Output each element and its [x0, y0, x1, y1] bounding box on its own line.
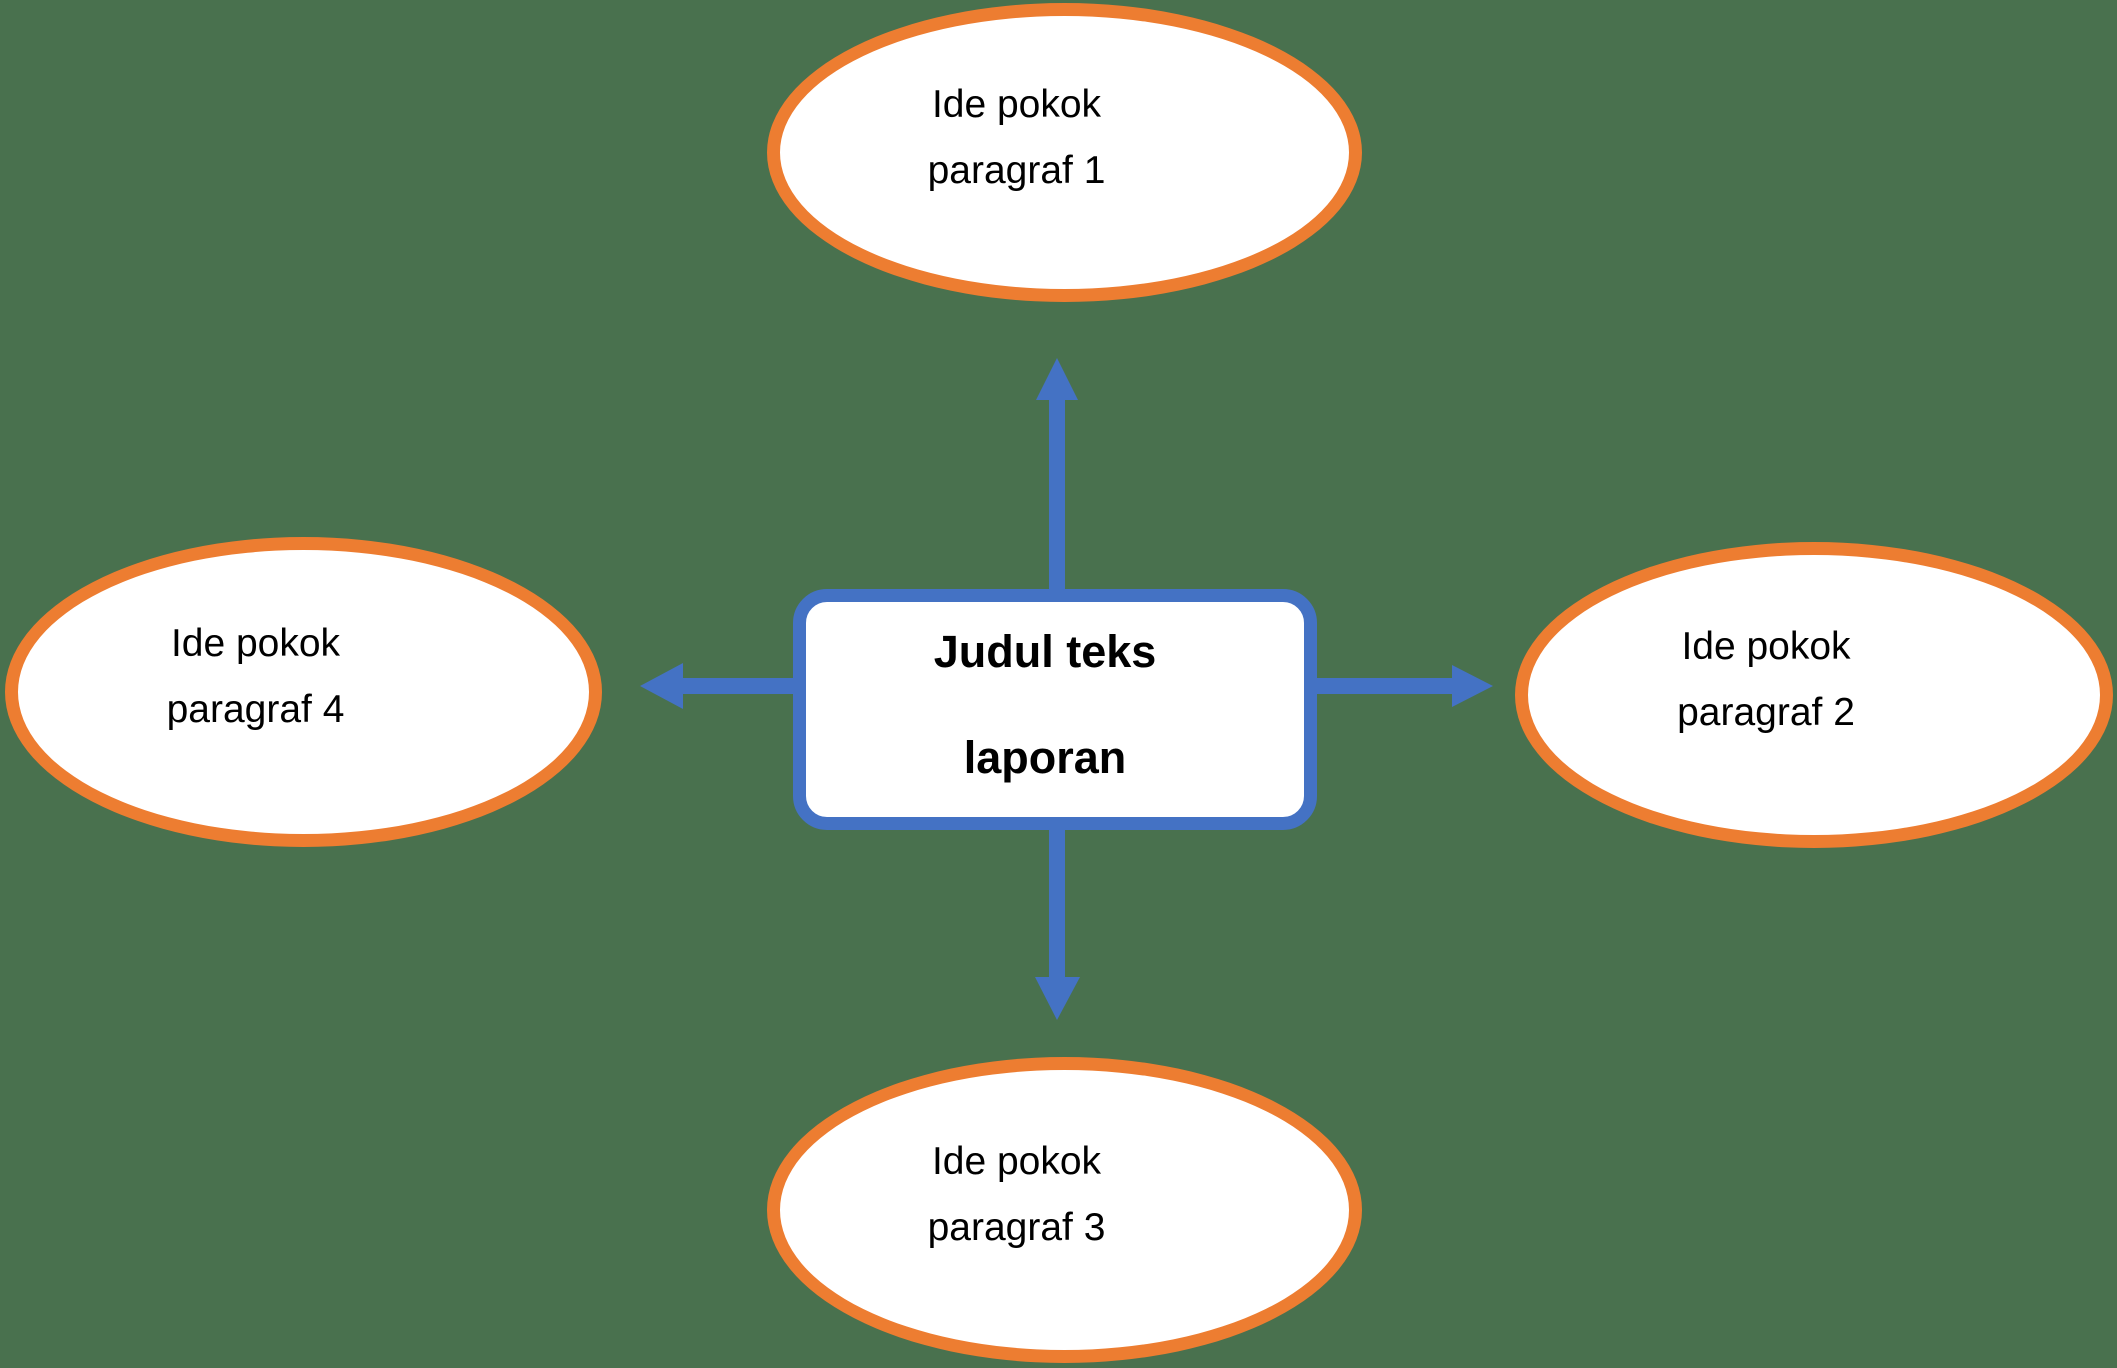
node-label-line2: paragraf 2 — [1677, 691, 1855, 734]
center-title-box: Judul teks laporan — [793, 589, 1317, 830]
up-arrow — [1036, 358, 1078, 589]
node-paragraf-2-label: Ide pokok paragraf 2 — [1480, 540, 2052, 820]
node-paragraf-3: Ide pokok paragraf 3 — [767, 1057, 1362, 1363]
node-paragraf-4-label: Ide pokok paragraf 4 — [0, 535, 541, 819]
center-title-line2: laporan — [963, 731, 1127, 783]
node-paragraf-2: Ide pokok paragraf 2 — [1515, 542, 2113, 848]
node-paragraf-4: Ide pokok paragraf 4 — [5, 537, 602, 847]
left-arrow — [640, 663, 793, 709]
center-title-line1: Judul teks — [933, 625, 1157, 677]
node-label-line1: Ide pokok — [931, 1140, 1102, 1183]
node-label-line2: paragraf 4 — [166, 688, 345, 731]
node-label-line1: Ide pokok — [170, 622, 341, 665]
node-paragraf-3-label: Ide pokok paragraf 3 — [732, 1055, 1301, 1335]
node-paragraf-1: Ide pokok paragraf 1 — [767, 3, 1362, 302]
center-title-label: Judul teks laporan — [934, 624, 1157, 786]
node-label-line1: Ide pokok — [931, 82, 1102, 126]
node-label-line1: Ide pokok — [1681, 625, 1851, 668]
node-paragraf-1-label: Ide pokok paragraf 1 — [732, 1, 1301, 274]
node-label-line2: paragraf 3 — [927, 1206, 1106, 1249]
down-arrow — [1035, 830, 1080, 1020]
right-arrow — [1317, 665, 1493, 707]
node-label-line2: paragraf 1 — [927, 148, 1106, 192]
